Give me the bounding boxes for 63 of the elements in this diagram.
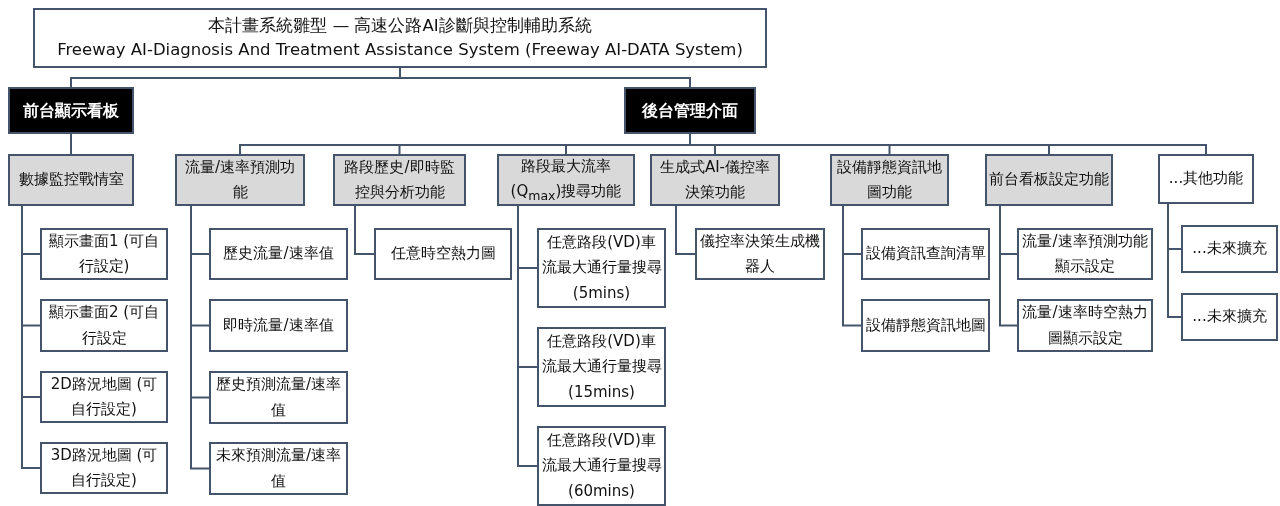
- category-box: [830, 154, 949, 206]
- connector-line: [1167, 203, 1182, 318]
- section-box: [624, 87, 756, 134]
- box-label: 前台顯示看板: [23, 99, 119, 122]
- category-box: [650, 154, 780, 206]
- category-box: [8, 154, 134, 206]
- item-box: [40, 371, 168, 423]
- category-box: [333, 154, 466, 206]
- connector-line: [21, 205, 41, 469]
- title-text: 本計畫系統雛型 — 高速公路AI診斷與控制輔助系統: [208, 15, 592, 38]
- category-box: [985, 154, 1113, 206]
- box-label: 生成式AI-儀控率決策功能: [658, 156, 772, 203]
- box-label: 任意路段(VD)車流最大通行量搜尋(15mins): [541, 330, 662, 403]
- box-label: 設備靜態資訊地圖: [865, 314, 986, 336]
- item-box: [1158, 154, 1254, 204]
- item-box: [861, 228, 990, 280]
- item-box: [209, 299, 348, 352]
- item-box: [374, 228, 512, 280]
- connector-line: [354, 205, 375, 255]
- box-label: 設備靜態資訊地圖功能: [836, 156, 943, 203]
- section-box: [8, 87, 134, 134]
- box-label: 2D路況地圖 (可自行設定): [49, 373, 159, 420]
- category-box: [175, 154, 305, 206]
- item-box: [209, 228, 348, 280]
- box-label: 儀控率決策生成機器人: [699, 230, 821, 277]
- box-label: 任意時空熱力圖: [390, 243, 496, 265]
- connector-line: [999, 205, 1018, 327]
- box-label: 路段歷史/即時監控與分析功能: [343, 156, 456, 203]
- box-label: 設備資訊查詢清單: [865, 243, 986, 265]
- box-label: 未來預測流量/速率值: [214, 445, 343, 492]
- item-box: [861, 299, 990, 352]
- box-label: 流量/速率預測功能顯示設定: [1021, 230, 1149, 277]
- box-label: 任意路段(VD)車流最大通行量搜尋(60mins): [541, 429, 662, 502]
- item-box: [40, 228, 168, 280]
- item-box: [40, 299, 168, 352]
- box-label: 歷史流量/速率值: [223, 243, 334, 265]
- box-label: 顯示畫面2 (可自行設定: [47, 302, 161, 349]
- box-label: 歷史預測流量/速率值: [214, 374, 343, 421]
- item-box: [40, 442, 168, 494]
- box-label: 路段最大流率(Q$_{max}$)搜尋功能: [509, 155, 623, 206]
- box-label: 前台看板設定功能: [989, 169, 1109, 191]
- box-label: 3D路況地圖 (可自行設定): [49, 444, 159, 491]
- box-label: 顯示畫面1 (可自行設定): [47, 230, 161, 277]
- subtitle-text: Freeway AI-Diagnosis And Treatment Assistance System (Freeway AI-DATA System): [57, 39, 743, 61]
- connector-line: [842, 205, 862, 327]
- category-box: [497, 154, 635, 206]
- item-box: [1181, 293, 1278, 341]
- box-label: ...其他功能: [1168, 168, 1244, 190]
- box-label: 數據監控戰情室: [18, 169, 124, 191]
- box-label: ...未來擴充: [1192, 238, 1267, 260]
- connector-line: [675, 205, 696, 255]
- box-label: ...未來擴充: [1192, 306, 1267, 328]
- box-label: 流量/速率時空熱力圖顯示設定: [1021, 302, 1149, 349]
- box-label: 即時流量/速率值: [223, 314, 334, 336]
- connector-line: [190, 205, 210, 470]
- box-label: 流量/速率預測功能: [183, 156, 297, 203]
- connector-line: [399, 67, 691, 88]
- connector-line: [70, 133, 72, 155]
- title-box: [33, 8, 767, 68]
- box-label: 後台管理介面: [642, 99, 738, 122]
- connector-line: [517, 205, 538, 467]
- item-box: [1181, 225, 1278, 273]
- box-label: 任意路段(VD)車流最大通行量搜尋(5mins): [541, 231, 662, 304]
